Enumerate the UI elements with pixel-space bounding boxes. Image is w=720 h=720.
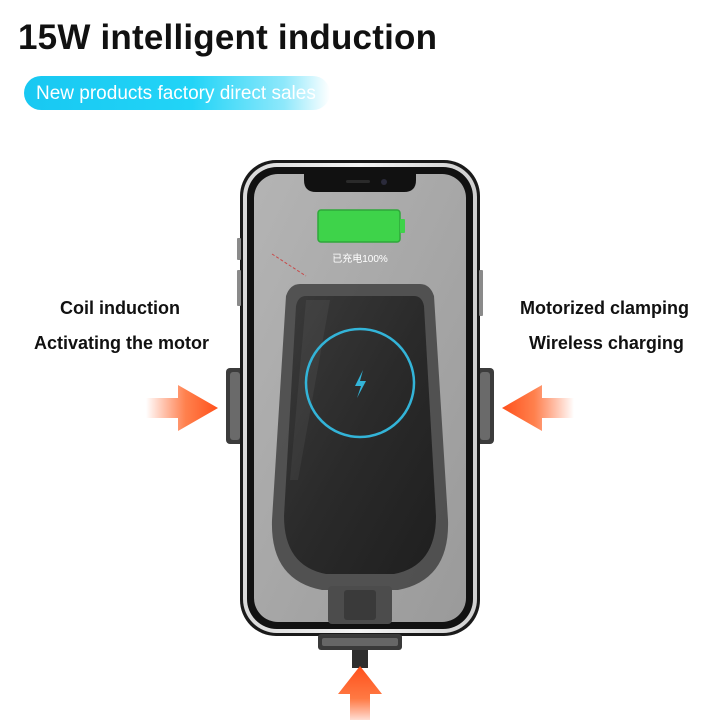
promo-badge bbox=[24, 76, 330, 110]
arrow-up-icon bbox=[338, 666, 382, 720]
arrow-left-icon bbox=[502, 385, 574, 431]
arrow-right-icon bbox=[146, 385, 218, 431]
battery-status-text: 已充电100% bbox=[332, 254, 388, 265]
mount-base bbox=[318, 634, 402, 668]
charging-coil-ring bbox=[304, 327, 416, 439]
feature-wireless-charging: Wireless charging bbox=[529, 333, 684, 353]
promo-badge-text: New products factory direct sales bbox=[36, 83, 316, 104]
feature-motorized-clamping: Motorized clamping bbox=[520, 298, 690, 318]
feature-activating-motor: Activating the motor bbox=[34, 333, 210, 353]
feature-coil-induction: Coil induction bbox=[60, 298, 180, 318]
hint-line bbox=[271, 253, 307, 277]
charger-holder bbox=[271, 284, 449, 624]
lightning-bolt-icon bbox=[355, 370, 366, 398]
headline: 15W intelligent induction bbox=[18, 18, 438, 57]
battery-full-icon bbox=[317, 209, 405, 243]
